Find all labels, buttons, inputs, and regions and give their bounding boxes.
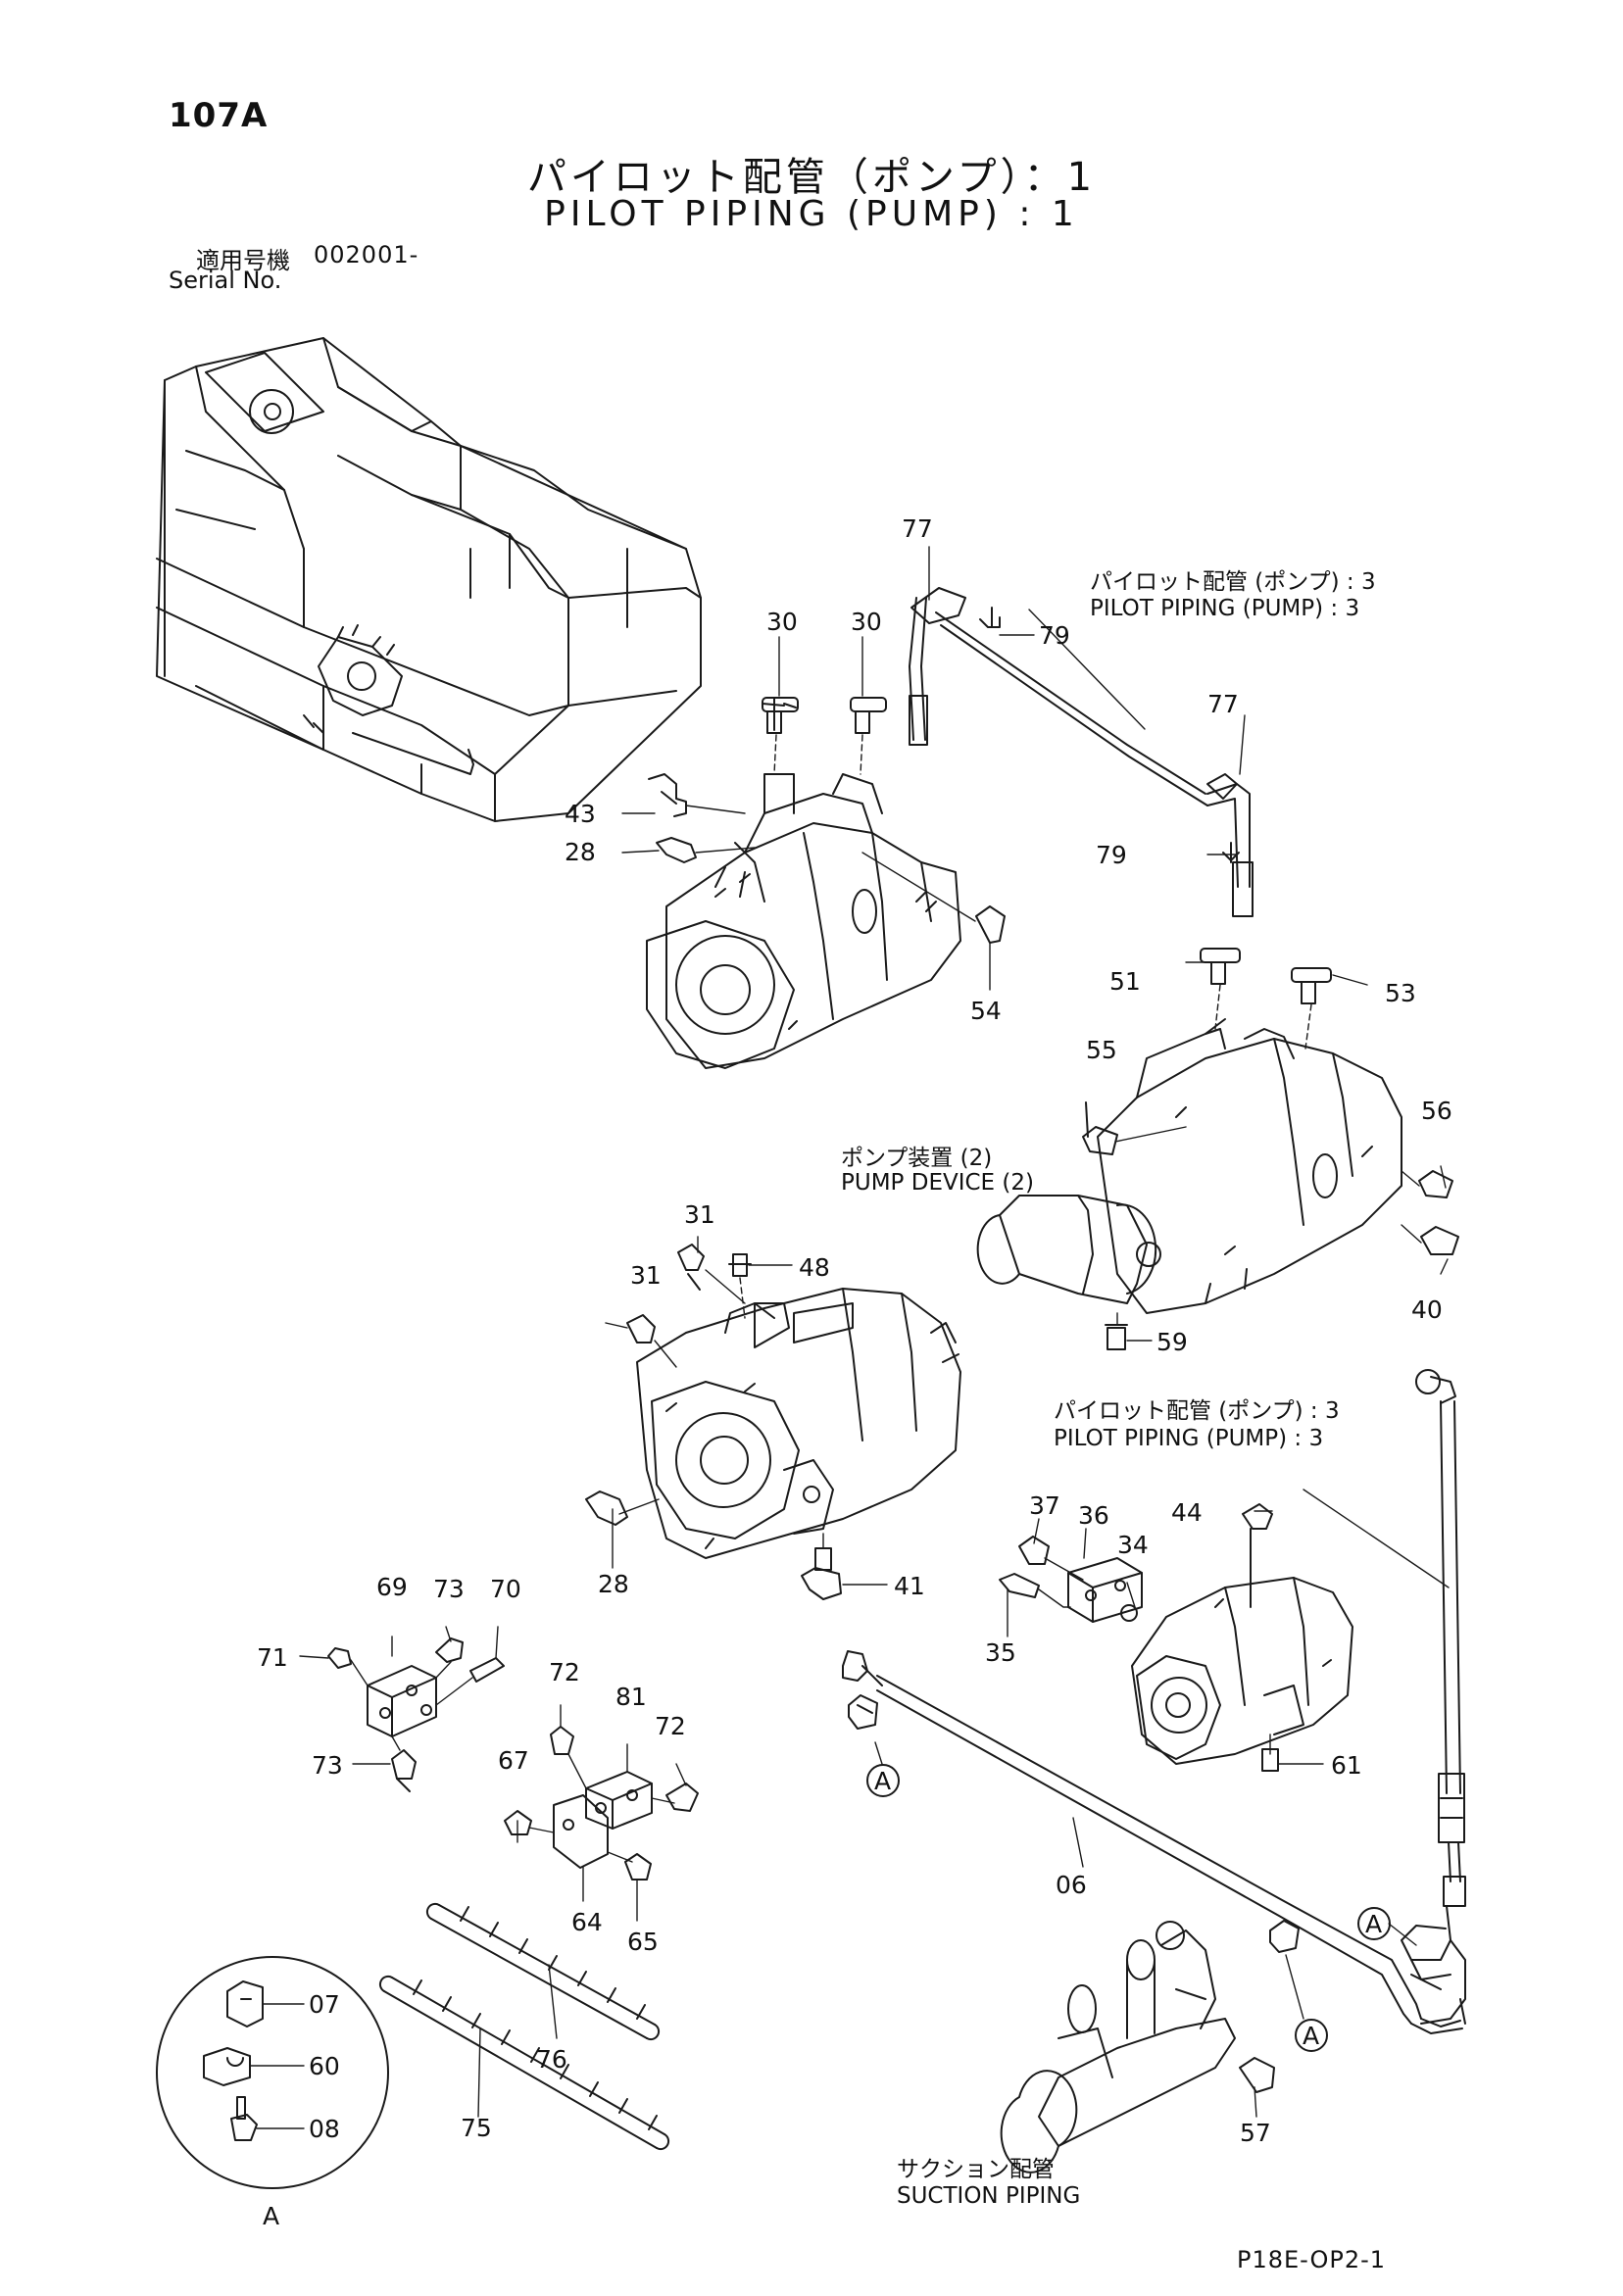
detail-markers-text: A A A A [263, 1767, 1382, 2230]
part-label: 55 [1086, 1036, 1117, 1064]
ref-suction-piping-en: SUCTION PIPING [897, 2183, 1081, 2209]
part-label: 43 [565, 800, 596, 828]
part-label: 75 [461, 2114, 492, 2142]
part-label: 30 [851, 608, 882, 636]
ref-pilot-piping-3b-jp: パイロット配管 (ポンプ) : 3 [1054, 1398, 1340, 1424]
part-label: 76 [536, 2045, 567, 2074]
block-81-group [504, 1726, 699, 1881]
part-label: 37 [1029, 1491, 1060, 1520]
part-label: 81 [615, 1683, 647, 1711]
serial-label-english: Serial No. [169, 267, 282, 294]
part-label: 64 [571, 1908, 603, 1936]
part-label: 72 [655, 1712, 686, 1740]
part-label: 41 [894, 1572, 925, 1600]
part-label: 71 [257, 1643, 288, 1672]
title-japanese: パイロット配管（ポンプ）：1 [526, 155, 1097, 200]
figure-code: P18E-OP2-1 [1237, 2246, 1387, 2273]
detail-marker-label: A [874, 1767, 891, 1795]
part-label: 57 [1240, 2119, 1271, 2147]
pipe-77-upper [909, 546, 1254, 917]
part-labels: 77 79 77 79 30 30 43 28 54 51 53 55 56 4… [257, 514, 1452, 2147]
ref-pump-device-en: PUMP DEVICE (2) [841, 1170, 1034, 1196]
fitting-30-b [850, 697, 887, 734]
ref-pilot-piping-3-en: PILOT PIPING (PUMP) : 3 [1090, 596, 1360, 621]
detail-marker-label: A [1365, 1910, 1382, 1938]
part-label: 34 [1117, 1531, 1149, 1559]
part-label: 51 [1109, 967, 1141, 996]
part-label: 67 [498, 1746, 529, 1775]
detail-a-circle [156, 1956, 389, 2189]
shaft-76 [425, 1902, 661, 2041]
detail-marker-a [866, 1741, 1417, 2052]
fitting-54 [975, 905, 1006, 944]
pipe-06 [842, 1650, 1466, 2034]
part-label: 60 [309, 2052, 340, 2080]
fittings-31-48-28-41 [585, 1244, 842, 1600]
ref-pilot-piping-3b-en: PILOT PIPING (PUMP) : 3 [1054, 1426, 1324, 1451]
part-label: 79 [1096, 841, 1127, 869]
part-label: 44 [1171, 1498, 1203, 1527]
part-label: 77 [902, 514, 933, 543]
pipe-vertical-right [1303, 1369, 1466, 2025]
ref-pilot-piping-3-jp: パイロット配管 (ポンプ) : 3 [1090, 569, 1376, 595]
pump-center-left [636, 1288, 961, 1559]
fitting-43 [648, 773, 687, 817]
machine-body [156, 337, 702, 822]
page-number: 107A [169, 96, 269, 135]
part-label: 48 [799, 1253, 830, 1282]
part-label: 69 [376, 1573, 408, 1601]
ref-suction-piping-jp: サクション配管 [897, 2157, 1055, 2182]
part-label: 56 [1421, 1097, 1452, 1125]
suction-piping [1000, 1921, 1275, 2174]
part-label: 54 [970, 997, 1002, 1025]
detail-marker-label: A [263, 2202, 279, 2230]
pump-upper-center [646, 773, 961, 1069]
block-69-group [327, 1637, 505, 1792]
part-label: 36 [1078, 1501, 1109, 1530]
title-english: PILOT PIPING (PUMP) : 1 [544, 194, 1079, 234]
part-label: 07 [309, 1990, 340, 2019]
part-label: 73 [433, 1575, 465, 1603]
leader-lines [299, 634, 1449, 1922]
part-label: 35 [985, 1638, 1016, 1667]
pump-lower-right [1131, 1577, 1353, 1765]
part-label: 31 [684, 1200, 715, 1229]
part-label: 72 [549, 1658, 580, 1686]
part-label: 65 [627, 1928, 659, 1956]
part-label: 31 [630, 1261, 662, 1290]
part-label: 40 [1411, 1295, 1443, 1324]
detail-marker-label: A [1303, 2022, 1319, 2050]
part-label: 28 [598, 1570, 629, 1598]
part-label: 30 [766, 608, 798, 636]
part-label: 53 [1385, 979, 1416, 1007]
serial-label-japanese: 適用号機 [196, 247, 290, 274]
part-label: 06 [1056, 1871, 1087, 1899]
fittings-51-53-55-56-40-59 [1082, 948, 1459, 1350]
part-label: 08 [309, 2115, 340, 2143]
part-label: 28 [565, 838, 596, 866]
shaft-75 [378, 1975, 670, 2151]
fitting-28-upper [656, 837, 697, 863]
part-label: 77 [1207, 690, 1239, 718]
serial-range: 002001- [314, 241, 419, 269]
part-label: 73 [312, 1751, 343, 1780]
part-label: 70 [490, 1575, 521, 1603]
pump-device-2 [976, 1018, 1402, 1314]
part-label: 79 [1039, 621, 1070, 650]
part-label: 61 [1331, 1751, 1362, 1780]
ref-pump-device-jp: ポンプ装置 (2) [841, 1146, 993, 1171]
fitting-30-a [762, 697, 799, 734]
part-label: 59 [1156, 1328, 1188, 1356]
